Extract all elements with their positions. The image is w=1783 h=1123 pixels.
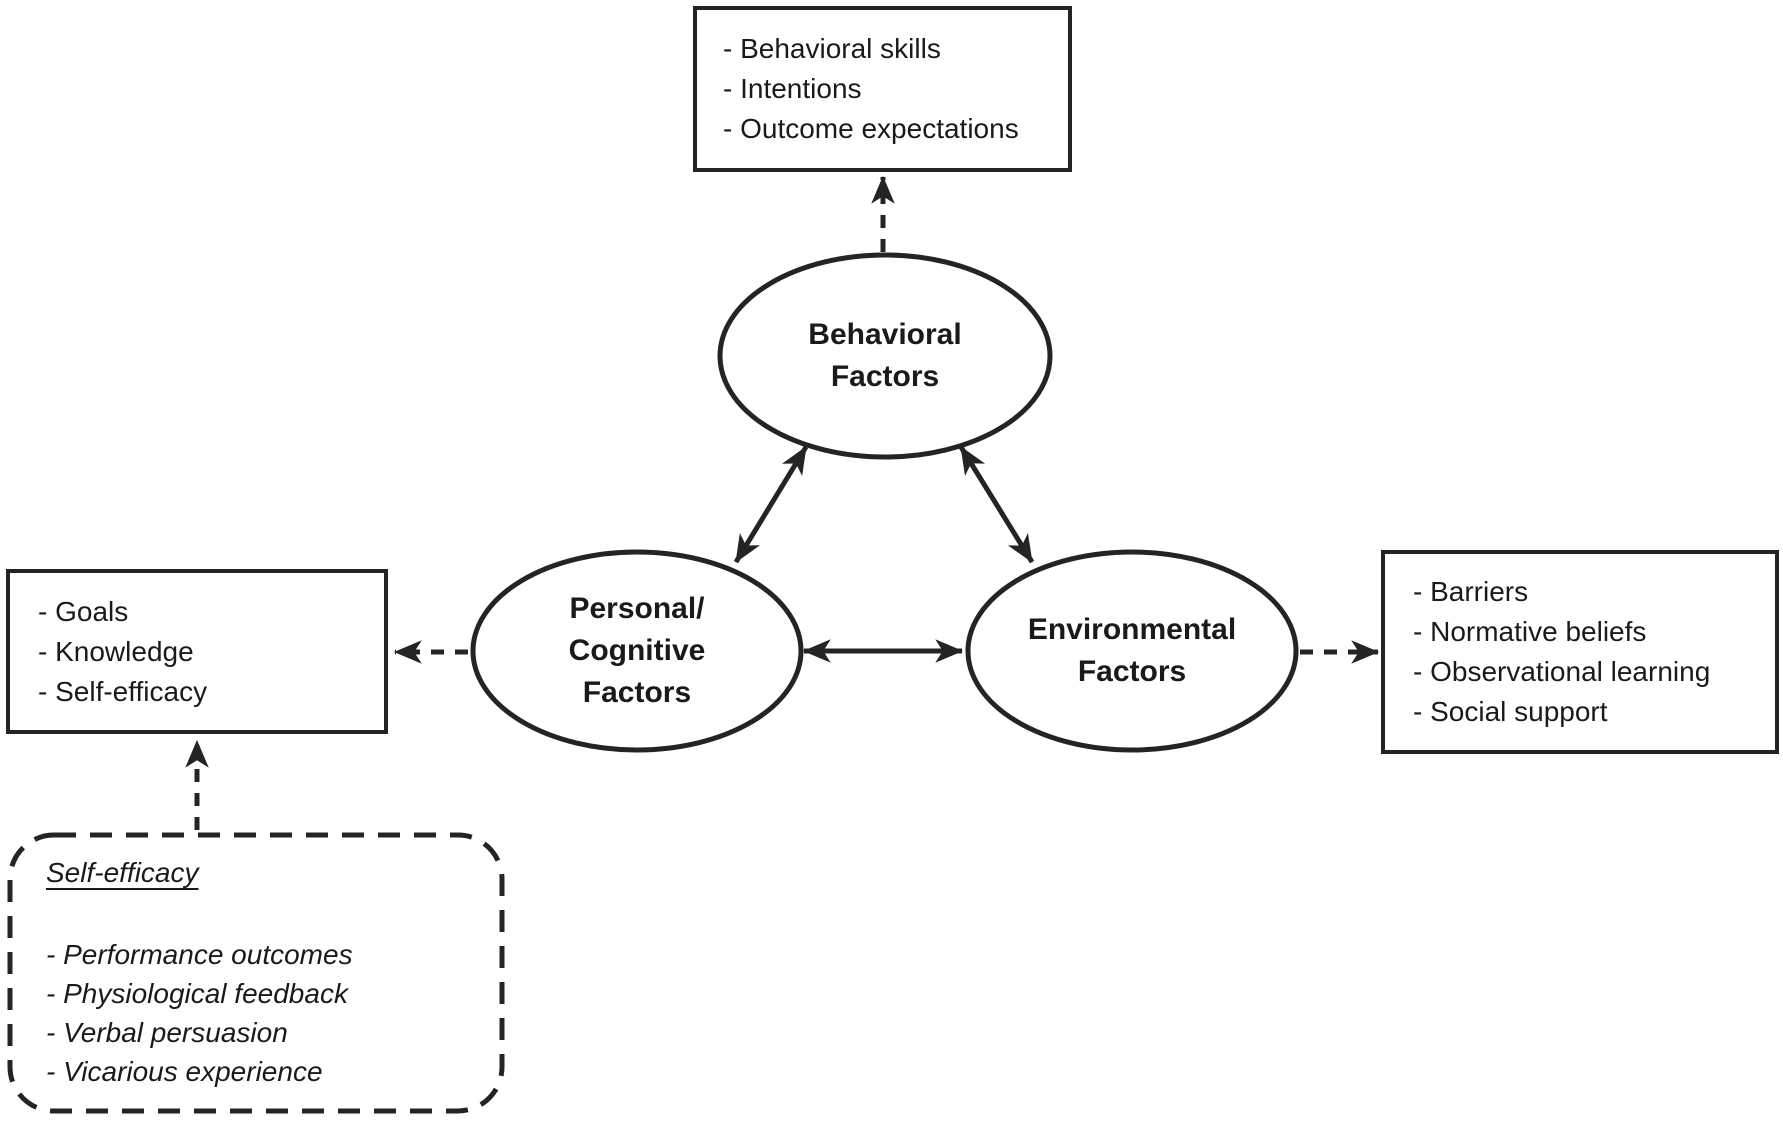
list-item: - Behavioral skills: [723, 33, 941, 64]
arrow-behavioral-personal: [733, 445, 809, 564]
personal-cognitive-factors-label: Personal/ Cognitive Factors: [568, 592, 706, 709]
arrow-behavioral-environmental: [958, 445, 1035, 564]
list-item: - Performance outcomes: [46, 939, 353, 970]
self-efficacy-box: [7, 832, 505, 1114]
list-item: - Vicarious experience: [46, 1056, 323, 1087]
list-item: - Physiological feedback: [46, 978, 348, 1009]
personal-outputs-box: [6, 569, 388, 734]
behavioral-factors-ellipse: [717, 252, 1053, 460]
environmental-outputs-box: [1381, 550, 1779, 754]
environmental-outputs-list: - Barriers - Normative beliefs - Observa…: [1383, 552, 1777, 752]
list-item: - Barriers: [1413, 576, 1529, 607]
list-item: - Intentions: [723, 73, 862, 104]
environmental-factors-ellipse: [965, 549, 1299, 753]
behavioral-factors-label: Behavioral Factors: [808, 318, 962, 393]
personal-outputs-list: - Goals - Knowledge - Self-efficacy: [8, 571, 386, 732]
list-item: - Knowledge: [38, 635, 194, 667]
self-efficacy-title: Self-efficacy: [46, 857, 199, 888]
list-item: - Goals: [38, 595, 129, 627]
environmental-factors-label: Environmental Factors: [1027, 613, 1237, 688]
list-item: - Social support: [1413, 696, 1608, 727]
list-item: - Self-efficacy: [38, 675, 208, 707]
list-item: - Observational learning: [1413, 656, 1711, 687]
personal-cognitive-factors-ellipse: [470, 549, 804, 753]
list-item: - Outcome expectations: [723, 113, 1019, 144]
list-item: - Verbal persuasion: [46, 1017, 288, 1048]
self-efficacy-content: Self-efficacy - Performance outcomes - P…: [10, 835, 502, 1103]
behavioral-outputs-box: [693, 6, 1072, 172]
list-item: - Normative beliefs: [1413, 616, 1647, 647]
behavioral-outputs-list: - Behavioral skills - Intentions - Outco…: [693, 8, 1070, 170]
